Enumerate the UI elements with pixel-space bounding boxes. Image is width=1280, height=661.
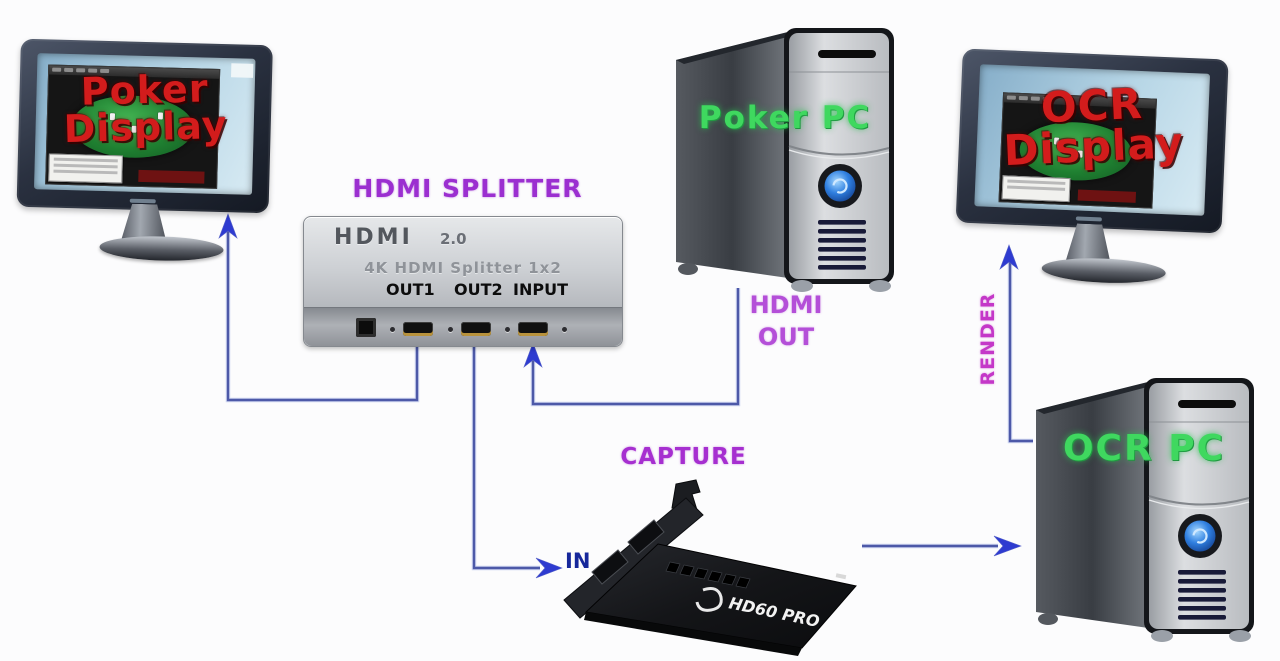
ocr-display-caption: OCR Display	[976, 79, 1209, 176]
ocr-pc-label: OCR PC	[1062, 428, 1226, 469]
pc-tower-graphic	[1036, 378, 1254, 642]
chat-strip	[1077, 189, 1137, 203]
elgato-logo-icon	[695, 587, 723, 612]
port-label-out2: OUT2	[454, 280, 503, 299]
hdmi-splitter-device: HDMI 2.0 4K HDMI Splitter 1x2 OUT1 OUT2 …	[303, 216, 623, 347]
dvd-slot-icon	[818, 50, 876, 58]
in-label: IN	[565, 549, 591, 573]
popup-dialog	[48, 153, 123, 184]
card-edge	[584, 612, 802, 656]
tower-foot	[1038, 613, 1058, 625]
hdmi-port-icon	[591, 549, 629, 585]
led-icon	[390, 327, 395, 332]
hdmi-out-label: HDMI OUT	[738, 290, 834, 353]
card-vents-icon	[665, 561, 751, 589]
port-label-input: INPUT	[513, 280, 568, 299]
caption-line2: Display	[63, 103, 228, 152]
led-icon	[448, 327, 453, 332]
capture-card-graphic: HD60 PRO	[563, 479, 857, 656]
capture-label: CAPTURE	[620, 444, 747, 470]
ocr-display-screen: OCR Display	[974, 64, 1211, 216]
cable-capture-to-ocr-pc	[862, 535, 1022, 557]
tower-top-edge	[1036, 382, 1155, 414]
led-icon	[562, 327, 567, 332]
poker-pc-label: Poker PC	[698, 100, 872, 136]
splitter-model: 4K HDMI Splitter 1x2	[364, 259, 562, 277]
vent-grille-icon	[1178, 570, 1226, 620]
hdmi-logo: HDMI	[334, 225, 413, 250]
render-label: RENDER	[977, 292, 999, 386]
hdmi-out-line1: HDMI	[749, 291, 823, 319]
tower-front-panel	[789, 33, 889, 279]
tower-foot	[1151, 630, 1173, 642]
popup-dialog	[1001, 175, 1071, 203]
capture-card: HD60 PRO	[540, 470, 860, 660]
splitter-version: 2.0	[440, 230, 467, 248]
poker-display-monitor: Poker Display	[15, 38, 273, 268]
poker-display-caption: Poker Display	[35, 66, 255, 152]
hdmi-port-out1-icon	[403, 322, 433, 336]
caption-line2: Display	[1002, 118, 1185, 176]
tower-side-panel	[676, 32, 788, 278]
chat-strip	[138, 169, 205, 184]
tower-foot	[1229, 630, 1251, 642]
hdmi-port-input-icon	[518, 322, 548, 336]
hdmi-out-line2: OUT	[757, 322, 815, 351]
vent-grille-icon	[818, 220, 866, 270]
tower-foot	[869, 280, 891, 292]
monitor-stand-base	[99, 234, 224, 263]
tower-foot	[791, 280, 813, 292]
port-label-out1: OUT1	[386, 280, 435, 299]
pc-tower-graphic	[676, 28, 894, 292]
tower-side-panel	[1036, 382, 1148, 628]
tower-foot	[678, 263, 698, 275]
ocr-pc-tower: OCR PC	[1028, 370, 1260, 644]
tower-front-panel	[1149, 383, 1249, 629]
tower-top-edge	[676, 32, 795, 64]
splitter-front-panel	[304, 307, 622, 346]
ocr-display-monitor: OCR Display	[953, 48, 1229, 288]
poker-display-screen: Poker Display	[34, 53, 256, 195]
card-marking	[835, 573, 847, 580]
monitor-logo	[129, 198, 156, 204]
dvd-slot-icon	[1178, 400, 1236, 408]
monitor-stand-base	[1041, 256, 1167, 286]
poker-pc-tower: Poker PC	[668, 20, 900, 294]
hdmi-port-out2-icon	[461, 322, 491, 336]
power-port-icon	[356, 318, 376, 337]
splitter-title: HDMI SPLITTER	[352, 174, 583, 203]
hdmi-port-icon	[627, 519, 665, 555]
led-icon	[505, 327, 510, 332]
